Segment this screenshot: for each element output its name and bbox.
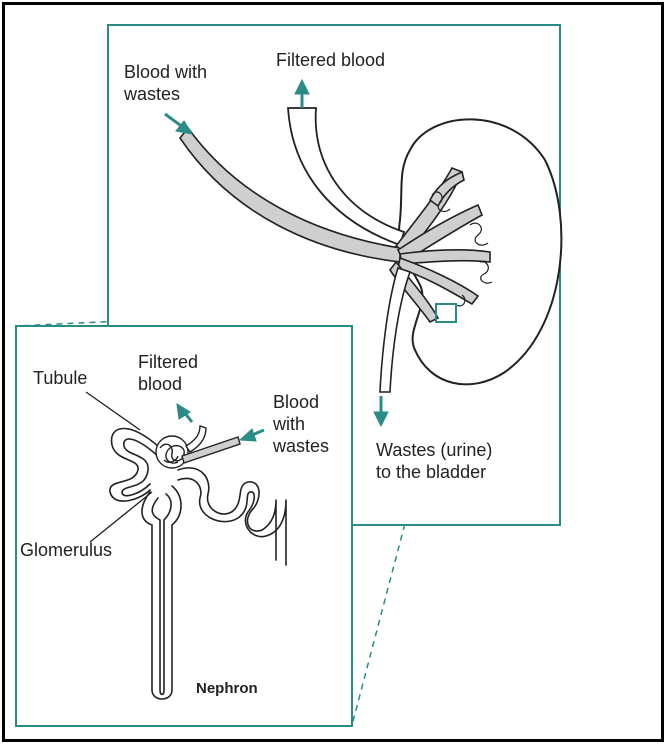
- nephron-arterioles: [181, 425, 241, 464]
- filtered-blood-label: Filtered blood: [276, 50, 386, 70]
- nephron-filtered-label-line2: blood: [138, 374, 183, 394]
- kidney-tubules: [431, 191, 493, 307]
- urine-label-line1: Wastes (urine): [376, 440, 493, 460]
- tubule-label: Tubule: [33, 368, 88, 388]
- blood-with-wastes-label-line1: Blood with: [124, 62, 208, 82]
- nephron-blood-label-line2: with: [273, 414, 306, 434]
- arrow-in-icon: [238, 428, 265, 442]
- blood-with-wastes-label-line2: wastes: [124, 84, 181, 104]
- label-leader-lines: [85, 391, 153, 543]
- arrow-up-icon: [294, 78, 310, 108]
- nephron-title: Nephron: [196, 680, 258, 697]
- arrow-in-icon: [164, 112, 194, 135]
- glomerulus: [155, 435, 189, 469]
- urine-label-line2: to the bladder: [376, 462, 487, 482]
- arrow-up-icon: [176, 403, 194, 423]
- nephron-tubule: [109, 427, 287, 700]
- arrow-down-icon: [373, 396, 389, 428]
- glomerulus-label: Glomerulus: [20, 540, 113, 560]
- nephron-blood-label-line1: Blood: [273, 392, 320, 412]
- nephron-filtered-label-line1: Filtered: [138, 352, 199, 372]
- ureter: [379, 266, 412, 393]
- nephron-blood-label-line3: wastes: [273, 436, 330, 456]
- zoom-box-icon: [435, 303, 457, 323]
- nephron-panel: [15, 325, 353, 727]
